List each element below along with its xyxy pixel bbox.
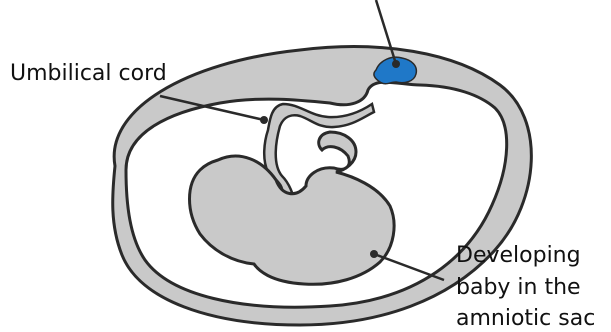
baby-pointer-dot — [370, 250, 378, 258]
baby-label-line-1: Developing — [456, 243, 581, 268]
baby-label-line-3: amniotic sac — [456, 306, 595, 331]
baby-label-line-2: baby in the — [456, 275, 581, 300]
umbilical-cord-label: Umbilical cord — [10, 61, 167, 86]
placenta-pointer-dot — [392, 60, 400, 68]
umbilical-cord-pointer-dot — [260, 116, 268, 124]
